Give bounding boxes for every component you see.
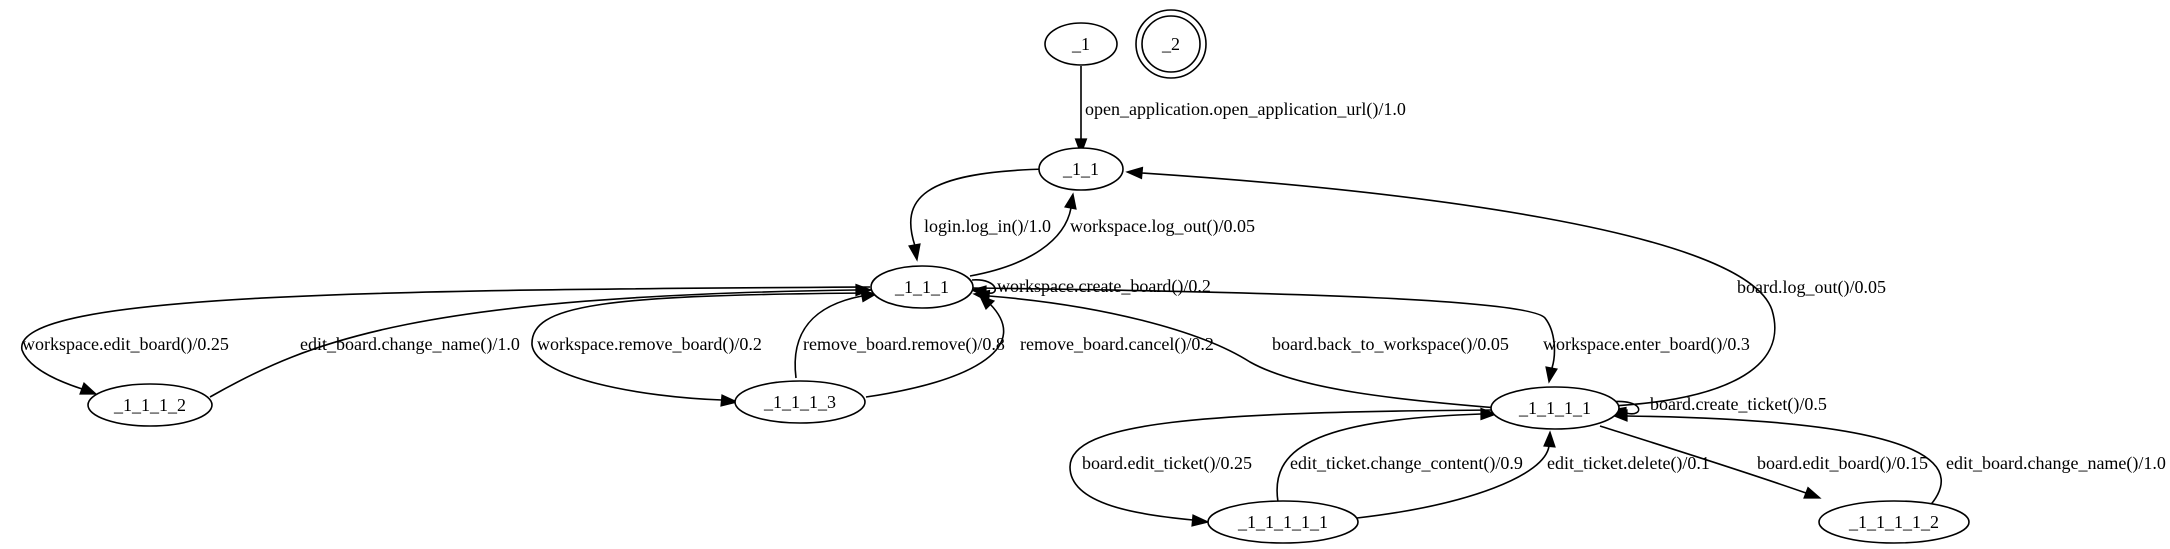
node-label: _1_1_1_1_2: [1848, 512, 1939, 532]
edge-path: [1141, 172, 1776, 407]
edge-path: [988, 295, 1499, 409]
edge-label-create-board: workspace.create_board()/0.2: [997, 276, 1211, 297]
edge-board-logout: [1125, 166, 1776, 407]
edge-label-login: login.log_in()/1.0: [924, 216, 1051, 237]
edge-path: [865, 303, 1005, 398]
node-ellipse: [1044, 22, 1118, 66]
node-1-1-1-1-1[interactable]: _1_1_1_1_1: [1207, 500, 1359, 544]
node-label: _2: [1161, 34, 1180, 54]
node-ellipse: [1038, 147, 1124, 191]
edge-label-board-change-name: edit_board.change_name()/1.0: [1946, 453, 2166, 474]
node-ellipse: [734, 380, 866, 424]
edge-label-edit-board-change-name: edit_board.change_name()/1.0: [300, 334, 520, 355]
arrowhead: [972, 289, 991, 303]
edge-remove-board: [531, 292, 872, 407]
arrowhead: [1074, 138, 1088, 156]
edge-path: [21, 286, 871, 390]
arrowhead: [1480, 407, 1498, 421]
node-label: _1_1_1_3: [763, 392, 836, 412]
edge-label-edit-ticket: board.edit_ticket()/0.25: [1082, 453, 1252, 474]
edge-change-content: [1276, 407, 1498, 503]
node-1-1-1-1-2[interactable]: _1_1_1_1_2: [1818, 500, 1970, 544]
edge-label-remove-board-cancel: remove_board.cancel()/0.2: [1020, 334, 1214, 355]
edge-path: [1276, 413, 1482, 503]
edge-path: [531, 292, 872, 401]
node-label: _1_1_1: [894, 277, 949, 297]
node-1[interactable]: _1: [1044, 22, 1118, 66]
edge-label-open-application: open_application.open_application_url()/…: [1085, 99, 1406, 120]
edge-label-remove-board: workspace.remove_board()/0.2: [537, 334, 762, 355]
edge-path: [1609, 400, 1640, 415]
edge-path: [209, 289, 857, 398]
node-1-1-1-1[interactable]: _1_1_1_1: [1490, 386, 1620, 430]
edge-label-enter-board: workspace.enter_board()/0.3: [1543, 334, 1750, 355]
edge-labels: open_application.open_application_url()/…: [22, 99, 2166, 474]
edge-path: [969, 207, 1072, 277]
arrowhead: [1543, 430, 1556, 448]
edge-path: [1625, 415, 1943, 511]
arrowhead: [1610, 409, 1628, 422]
node-label: _1_1_1_1: [1518, 398, 1591, 418]
edge-ticket-delete: [1356, 430, 1556, 519]
edge-label-workspace-logout: workspace.log_out()/0.05: [1070, 216, 1255, 237]
edge-back-to-workspace: [972, 289, 1499, 409]
edge-edit-board: [21, 286, 871, 395]
edge-path: [971, 287, 1556, 369]
edge-enter-board: [971, 287, 1558, 384]
node-1-1[interactable]: _1_1: [1038, 147, 1124, 191]
edge-login: [908, 168, 1047, 262]
arrowhead: [1545, 366, 1558, 384]
arrowhead: [1125, 166, 1144, 180]
node-label: _1_1_1_1_1: [1237, 512, 1328, 532]
node-ellipse: [87, 383, 213, 427]
edge-label-remove-board-remove: remove_board.remove()/0.8: [803, 334, 1005, 355]
node-ellipse: [870, 265, 974, 309]
node-1-1-1[interactable]: _1_1_1: [870, 265, 974, 309]
edge-workspace-logout: [969, 192, 1077, 277]
edge-label-board-edit-board: board.edit_board()/0.15: [1757, 453, 1928, 474]
edge-path: [909, 168, 1047, 247]
arrowhead: [908, 243, 921, 262]
edge-label-edit-board: workspace.edit_board()/0.25: [22, 334, 229, 355]
node-ellipse: [1207, 500, 1359, 544]
edge-board-change-name: [1610, 409, 1943, 511]
edge-label-change-content: edit_ticket.change_content()/0.9: [1290, 453, 1523, 474]
arrowhead: [1064, 192, 1077, 210]
edge-board-edit-board: [1599, 425, 1822, 499]
edge-edit-ticket: [1069, 409, 1496, 527]
edge-path: [1599, 425, 1807, 494]
edge-label-ticket-delete: edit_ticket.delete()/0.1: [1547, 453, 1710, 474]
node-ellipse: [1490, 386, 1620, 430]
node-ellipse: [1818, 500, 1970, 544]
node-2-final[interactable]: _2: [1135, 9, 1207, 79]
node-label: _1_1_1_2: [113, 395, 186, 415]
node-label: _1_1: [1062, 159, 1099, 179]
edge-open-application: [1074, 66, 1088, 156]
edge-label-back-to-workspace: board.back_to_workspace()/0.05: [1272, 334, 1509, 355]
edge-path: [1069, 409, 1496, 521]
edge-label-board-logout: board.log_out()/0.05: [1737, 277, 1886, 298]
arrowhead: [1191, 514, 1210, 527]
edge-path: [1356, 445, 1550, 519]
edge-path: [794, 295, 863, 379]
edge-label-create-ticket: board.create_ticket()/0.5: [1650, 394, 1827, 415]
arrowhead: [79, 381, 98, 395]
arrowhead: [720, 394, 739, 407]
node-label: _1: [1071, 34, 1090, 54]
arrowhead: [1803, 486, 1822, 499]
node-1-1-1-2[interactable]: _1_1_1_2: [87, 383, 213, 427]
node-ellipse: [1141, 15, 1201, 73]
node-1-1-1-3[interactable]: _1_1_1_3: [734, 380, 866, 424]
